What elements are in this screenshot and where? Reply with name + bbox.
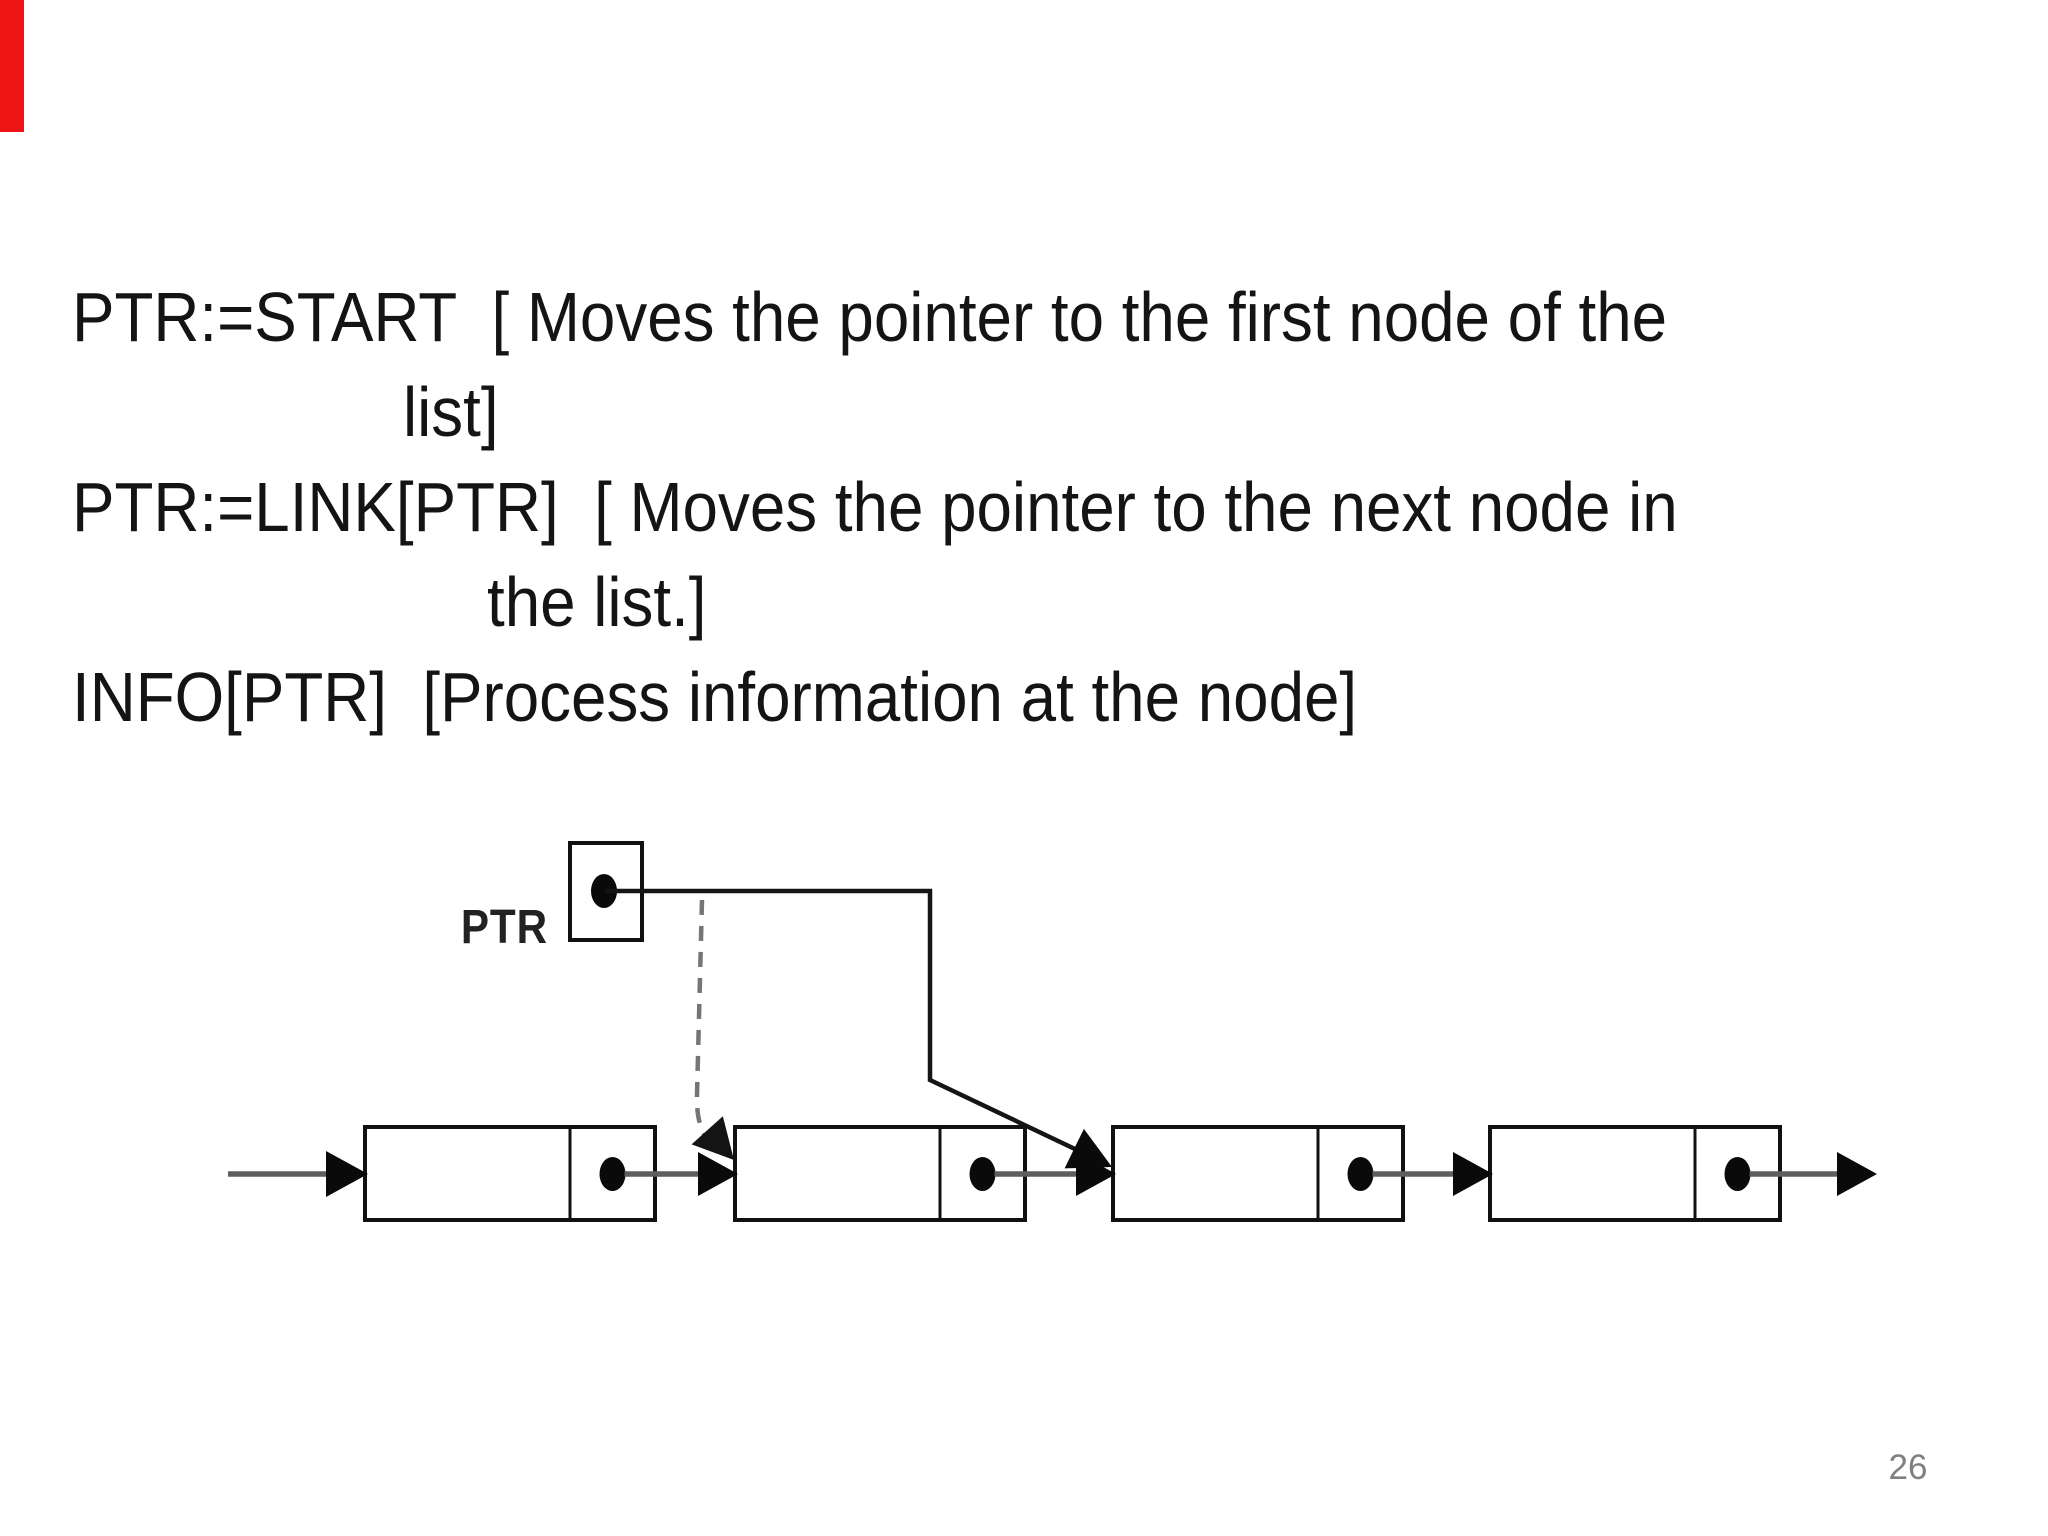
- code-line-5: INFO[PTR] [Process information at the no…: [72, 658, 1358, 736]
- link-dot-icon: [969, 1157, 996, 1191]
- code-line-4: the list.]: [487, 563, 707, 641]
- list-node: [733, 1125, 1027, 1222]
- start-arrowhead-icon: [326, 1151, 368, 1197]
- link-dot-icon: [1347, 1157, 1374, 1191]
- ptr-solid-pointer-line: [606, 888, 1099, 1163]
- list-node: [1111, 1125, 1405, 1222]
- dashed-line-arrowhead-icon: [691, 1116, 734, 1160]
- code-line-3: PTR:=LINK[PTR] [ Moves the pointer to th…: [72, 468, 1678, 546]
- ptr-label: PTR: [460, 901, 548, 954]
- ptr-dashed-pointer-line: [694, 899, 716, 1148]
- list-node: [1488, 1125, 1782, 1222]
- link-dot-icon: [1724, 1157, 1751, 1191]
- link-arrowhead-icon: [1837, 1152, 1877, 1196]
- node-arrows-layer: [228, 1151, 1877, 1197]
- pseudocode-block: PTR:=START [ Moves the pointer to the fi…: [72, 270, 1822, 745]
- page-number: 26: [1888, 1448, 1928, 1487]
- link-dot-icon: [599, 1157, 626, 1191]
- link-arrowhead-icon: [1453, 1152, 1493, 1196]
- red-accent-bar: [0, 0, 24, 132]
- list-node: [363, 1125, 657, 1222]
- code-line-2: list]: [403, 373, 499, 451]
- link-arrowhead-icon: [1076, 1152, 1116, 1196]
- link-arrowhead-icon: [698, 1152, 738, 1196]
- ptr-dot-icon: [591, 874, 617, 908]
- code-line-1: PTR:=START [ Moves the pointer to the fi…: [72, 278, 1668, 356]
